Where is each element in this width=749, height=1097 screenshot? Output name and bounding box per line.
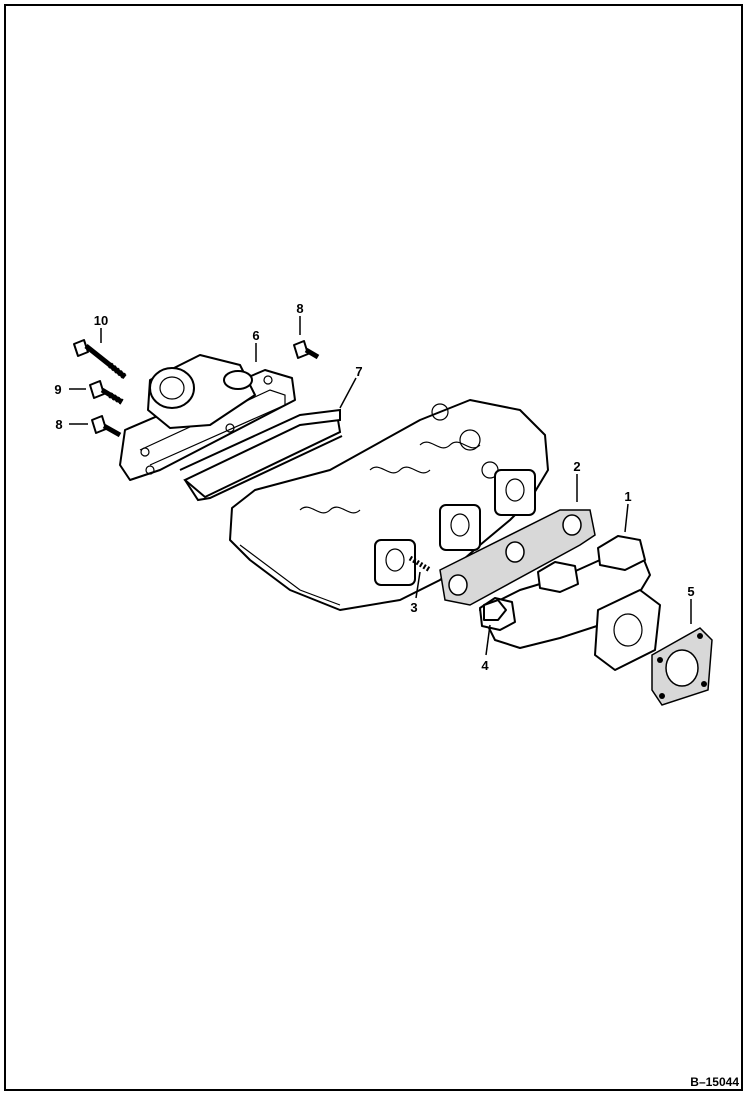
callout-9: 9	[54, 382, 61, 397]
cylinder-head	[229, 399, 549, 611]
rocker-cover-gasket	[179, 408, 343, 502]
figure-id-label: B–15044	[690, 1075, 739, 1089]
callout-8-upper: 8	[296, 301, 303, 316]
callout-3: 3	[410, 600, 417, 615]
callout-5: 5	[687, 584, 694, 599]
cover-housing	[119, 354, 296, 481]
callout-4: 4	[481, 658, 489, 673]
callout-6: 6	[252, 328, 259, 343]
callout-leaders	[69, 316, 692, 656]
callout-1: 1	[624, 489, 631, 504]
exhaust-manifold	[479, 535, 661, 671]
bolt-9	[89, 380, 124, 405]
bolt-8-lower	[91, 415, 122, 438]
callout-10: 10	[94, 313, 108, 328]
bolt-8-upper	[293, 340, 320, 360]
callout-2: 2	[573, 459, 580, 474]
long-bolt	[73, 339, 127, 380]
manifold-gasket	[439, 509, 596, 606]
callout-7: 7	[355, 364, 362, 379]
nut	[483, 599, 507, 621]
callout-8-lower: 8	[55, 417, 62, 432]
flange-gasket	[651, 627, 713, 706]
